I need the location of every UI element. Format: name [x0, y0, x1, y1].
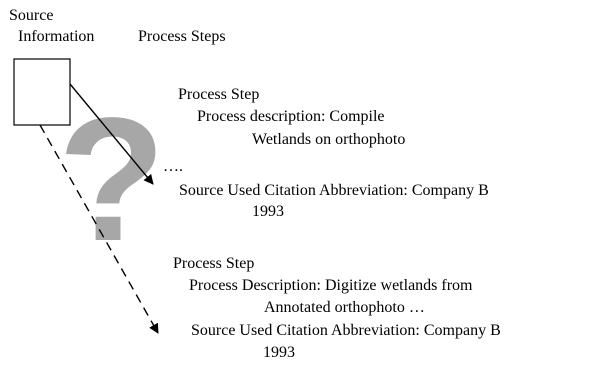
- arrow-to-step1: [69, 83, 154, 185]
- dashed-arrow-to-step2: [39, 124, 159, 334]
- source-box: [13, 58, 71, 126]
- step2-title: Process Step: [173, 255, 255, 272]
- step2-citation-line1: Source Used Citation Abbreviation: Compa…: [191, 322, 501, 339]
- step1-description-line1: Process description: Compile: [197, 108, 385, 125]
- step2-description-line1: Process Description: Digitize wetlands f…: [189, 277, 473, 294]
- source-header-line1: Source: [9, 7, 54, 24]
- step2-description-line2: Annotated orthophoto …: [264, 299, 425, 316]
- step1-description-line2: Wetlands on orthophoto: [252, 131, 406, 148]
- process-steps-header: Process Steps: [138, 28, 226, 45]
- step1-title: Process Step: [178, 86, 260, 103]
- source-header-line2: Information: [18, 28, 95, 45]
- step1-ellipsis: ….: [163, 158, 183, 175]
- step1-citation-line1: Source Used Citation Abbreviation: Compa…: [179, 182, 489, 199]
- step2-citation-line2: 1993: [263, 344, 295, 361]
- step1-citation-line2: 1993: [252, 203, 284, 220]
